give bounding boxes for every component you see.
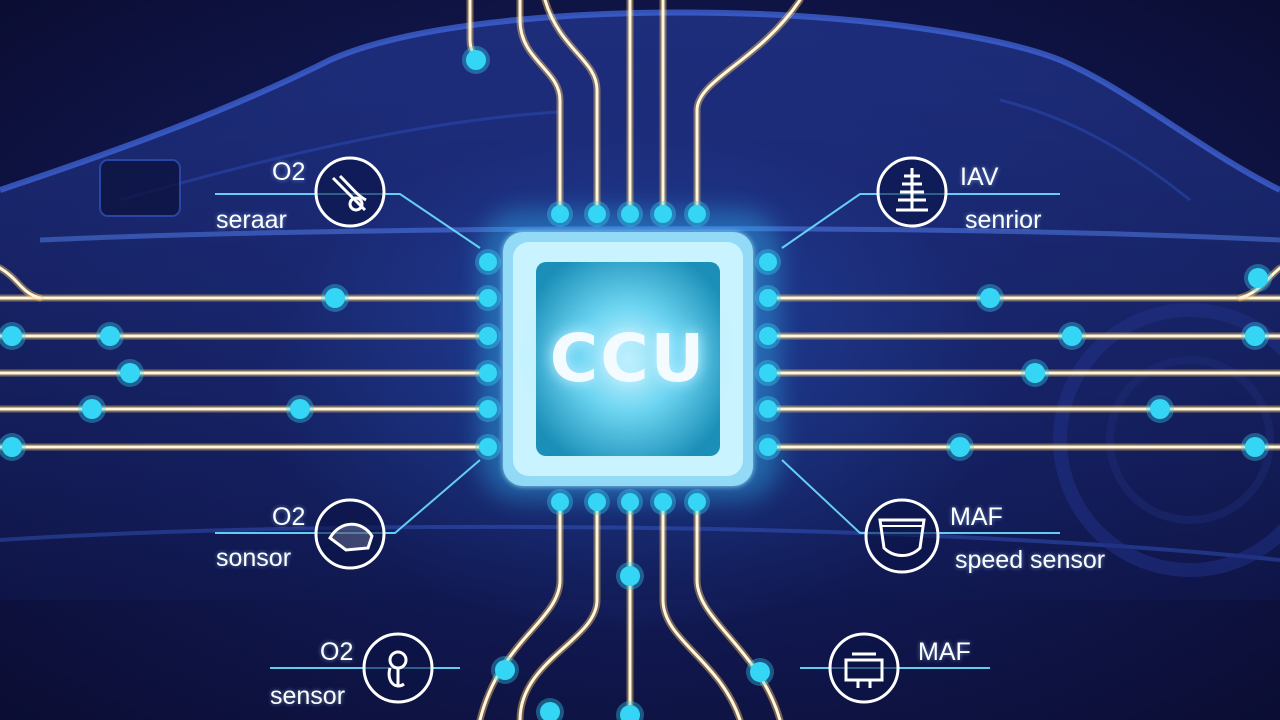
icon-stroke bbox=[331, 174, 367, 212]
connector-line bbox=[781, 193, 1060, 249]
sensor-5-line1: O2 bbox=[320, 638, 354, 666]
circuit-node bbox=[479, 289, 497, 307]
trace bbox=[695, 0, 802, 216]
circuit-node bbox=[551, 205, 569, 223]
connector-line bbox=[215, 193, 481, 249]
connector-line bbox=[781, 459, 1060, 534]
circuit-node bbox=[325, 288, 345, 308]
icon-ring bbox=[828, 632, 900, 704]
circuit-node bbox=[621, 493, 639, 511]
circuit-node bbox=[759, 438, 777, 456]
icon-stroke bbox=[896, 168, 928, 212]
icon-ring bbox=[314, 156, 386, 228]
sensor-1-line2: seraar bbox=[216, 206, 287, 234]
circuit-node bbox=[2, 437, 22, 457]
circuit-node bbox=[688, 205, 706, 223]
circuit-node bbox=[551, 493, 569, 511]
sensor-6-line1: MAF bbox=[918, 638, 971, 666]
sensor-probe-icon bbox=[876, 156, 948, 228]
sensor-4-line2: speed sensor bbox=[955, 546, 1106, 574]
circuit-node bbox=[540, 702, 560, 720]
circuit-node bbox=[1150, 399, 1170, 419]
ccu-chip bbox=[503, 232, 753, 486]
circuit-node bbox=[479, 364, 497, 382]
circuit-node bbox=[588, 205, 606, 223]
circuit-node bbox=[1025, 363, 1045, 383]
trace bbox=[0, 266, 42, 300]
sensor-4-line1: MAF bbox=[950, 503, 1003, 531]
trace bbox=[478, 500, 562, 720]
circuit-node bbox=[759, 400, 777, 418]
circuit-node bbox=[621, 205, 639, 223]
circuit-node bbox=[479, 327, 497, 345]
circuit-node bbox=[479, 253, 497, 271]
trace bbox=[695, 500, 782, 720]
circuit-node bbox=[120, 363, 140, 383]
circuit-node bbox=[466, 50, 486, 70]
circuit-node bbox=[1245, 437, 1265, 457]
sensor-1-line1: O2 bbox=[272, 158, 306, 186]
circuit-node bbox=[759, 327, 777, 345]
trace bbox=[518, 0, 562, 216]
icon-stroke bbox=[387, 667, 405, 688]
circuit-node bbox=[1062, 326, 1082, 346]
circuit-node bbox=[495, 660, 515, 680]
icon-stroke bbox=[878, 518, 926, 557]
circuit-node bbox=[759, 253, 777, 271]
circuit-node bbox=[750, 662, 770, 682]
icon-stroke bbox=[328, 522, 374, 552]
connector-line bbox=[215, 459, 481, 534]
circuit-node bbox=[620, 705, 640, 720]
circuit-node bbox=[1248, 268, 1268, 288]
maf-sensor-icon bbox=[864, 498, 940, 574]
icon-ring bbox=[314, 498, 386, 570]
sensor-2-line2: senrior bbox=[965, 206, 1042, 234]
o2-sensor-icon bbox=[362, 632, 434, 704]
circuit-node bbox=[479, 438, 497, 456]
o2-sensor-icon bbox=[314, 498, 386, 570]
o2-sensor-icon bbox=[314, 156, 386, 228]
chip-label: CCU bbox=[549, 320, 707, 397]
circuit-node bbox=[980, 288, 1000, 308]
circuit-node bbox=[82, 399, 102, 419]
icon-ring bbox=[864, 498, 940, 574]
icon-stroke bbox=[348, 196, 364, 212]
circuit-node bbox=[759, 289, 777, 307]
circuit-node bbox=[654, 493, 672, 511]
circuit-nodes bbox=[0, 46, 1272, 720]
circuit-node bbox=[688, 493, 706, 511]
sensor-3-line1: O2 bbox=[272, 503, 306, 531]
sensor-icons bbox=[314, 156, 948, 704]
circuit-node bbox=[100, 326, 120, 346]
trace bbox=[543, 0, 599, 216]
circuit-node bbox=[479, 400, 497, 418]
maf-sensor-icon bbox=[828, 632, 900, 704]
trace bbox=[661, 500, 742, 720]
circuit-node bbox=[759, 364, 777, 382]
circuit-node bbox=[290, 399, 310, 419]
circuit-node bbox=[654, 205, 672, 223]
circuit-node bbox=[2, 326, 22, 346]
sensor-5-line2: sensor bbox=[270, 682, 346, 710]
circuit-node bbox=[588, 493, 606, 511]
circuit-node bbox=[620, 566, 640, 586]
sensor-2-line1: IAV bbox=[960, 163, 999, 191]
icon-stroke bbox=[844, 652, 884, 688]
trace bbox=[518, 500, 599, 720]
circuit-node bbox=[1245, 326, 1265, 346]
circuit-node bbox=[950, 437, 970, 457]
sensor-3-line2: sonsor bbox=[216, 544, 292, 572]
